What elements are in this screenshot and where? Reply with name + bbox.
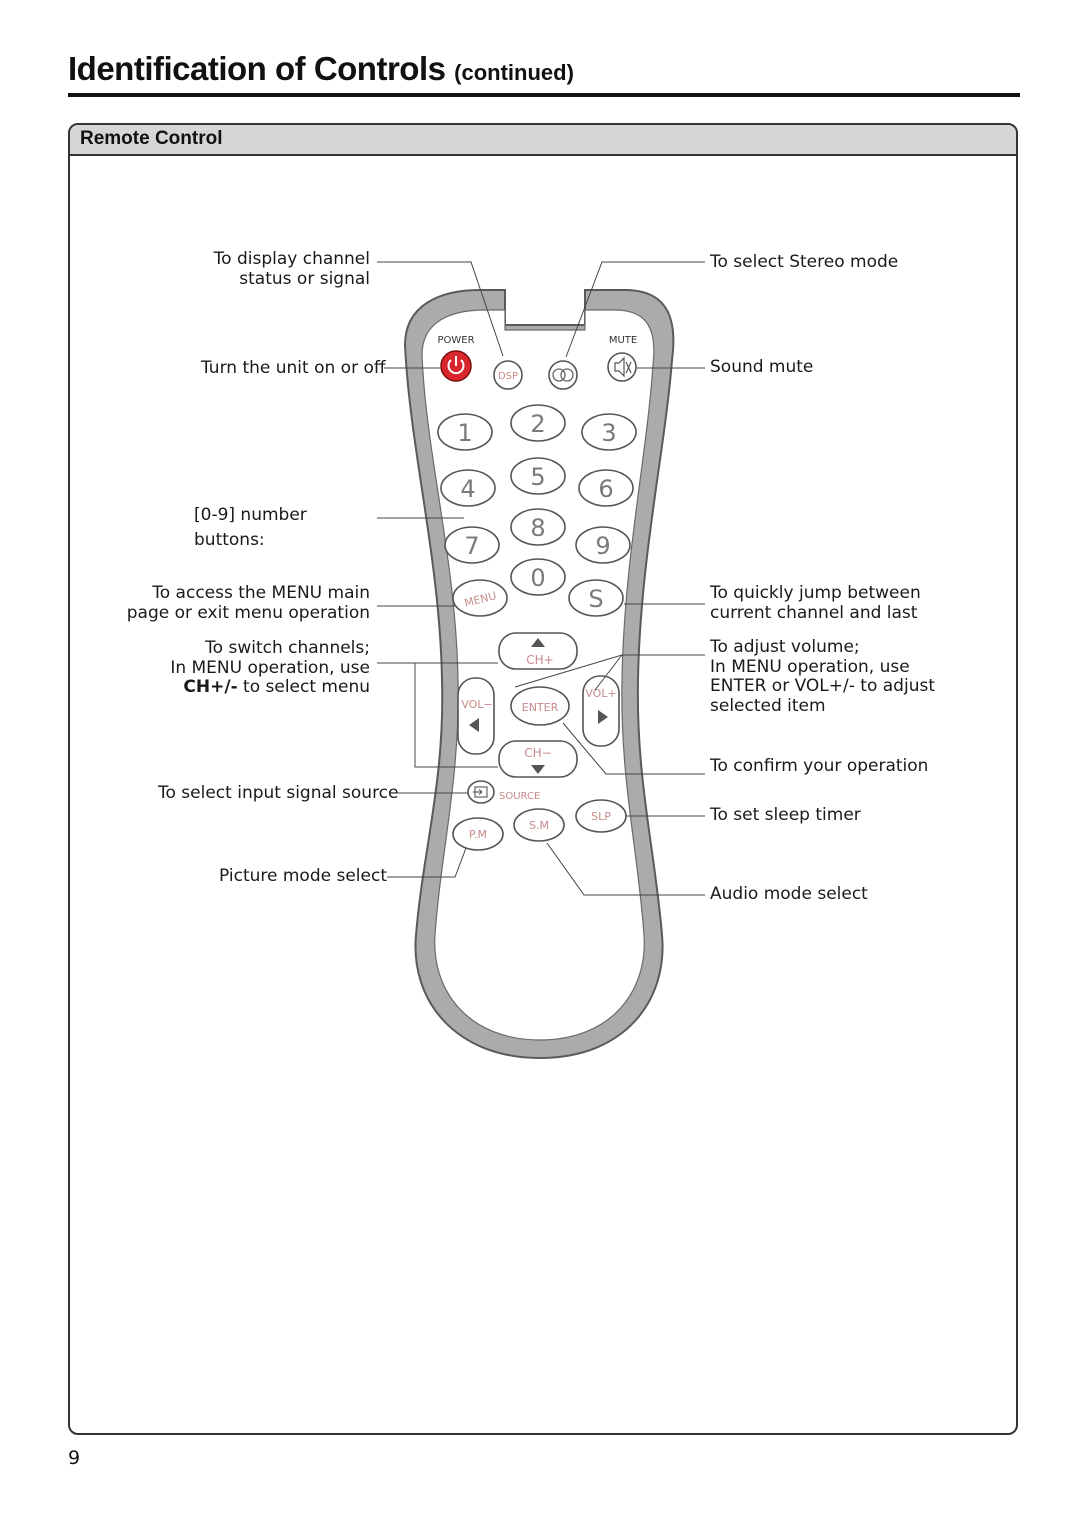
label-channel-rest: to select menu xyxy=(237,677,370,697)
digit-label: 4 xyxy=(460,475,475,503)
stereo-button[interactable] xyxy=(548,360,578,390)
remote-control-panel: Remote Control xyxy=(68,123,1018,1435)
recall-button[interactable]: S xyxy=(568,579,624,617)
digit-6-button[interactable]: 6 xyxy=(578,469,634,507)
label-power: Turn the unit on or off xyxy=(201,358,386,378)
digit-label: 9 xyxy=(595,532,610,560)
arrow-right-icon xyxy=(598,710,608,724)
sm-button[interactable]: S.M xyxy=(513,808,565,842)
power-label: POWER xyxy=(437,335,474,346)
digit-1-button[interactable]: 1 xyxy=(437,413,493,451)
arrow-down-icon xyxy=(531,765,545,774)
digit-0-button[interactable]: 0 xyxy=(510,558,566,596)
label-pm: Picture mode select xyxy=(219,866,387,886)
source-icon xyxy=(473,786,488,798)
arrow-up-icon xyxy=(531,638,545,647)
section-title: Remote Control xyxy=(80,128,223,149)
dsp-label: DSP xyxy=(498,371,518,382)
label-channel-line2: In MENU operation, use xyxy=(170,657,370,678)
channel-up-label: CH+ xyxy=(526,653,553,667)
sleep-button[interactable]: SLP xyxy=(575,799,627,833)
power-button[interactable] xyxy=(440,350,472,382)
channel-down-label: CH− xyxy=(524,746,551,760)
menu-button[interactable]: MENU xyxy=(452,579,508,617)
label-channel: To switch channels; In MENU operation, u… xyxy=(170,638,370,698)
label-channel-line1: To switch channels; xyxy=(205,638,370,658)
volume-down-label: VOL− xyxy=(461,698,492,711)
digit-9-button[interactable]: 9 xyxy=(575,526,631,564)
digit-label: 7 xyxy=(464,532,479,560)
page-title: Identification of Controls (continued) xyxy=(68,50,574,88)
label-menu: To access the MENU main page or exit men… xyxy=(126,583,370,623)
digit-5-button[interactable]: 5 xyxy=(510,457,566,495)
label-channel-bold: CH+/- xyxy=(183,677,238,697)
mute-label: MUTE xyxy=(609,335,637,346)
sleep-label: SLP xyxy=(591,810,611,823)
channel-up-button[interactable]: CH+ xyxy=(498,632,578,670)
digit-label: 5 xyxy=(530,463,545,491)
panel-header: Remote Control xyxy=(70,125,1016,156)
label-stereo: To select Stereo mode xyxy=(710,252,899,272)
label-source: To select input signal source xyxy=(158,783,399,803)
digit-7-button[interactable]: 7 xyxy=(444,526,500,564)
channel-down-button[interactable]: CH− xyxy=(498,740,578,778)
leader-lines xyxy=(377,261,705,896)
digit-label: 1 xyxy=(457,419,472,447)
digit-3-button[interactable]: 3 xyxy=(581,413,637,451)
mute-icon xyxy=(614,356,632,378)
mute-button[interactable] xyxy=(607,352,637,382)
digit-8-button[interactable]: 8 xyxy=(510,508,566,546)
volume-up-button[interactable]: VOL+ xyxy=(582,675,620,747)
label-enter: To confirm your operation xyxy=(710,756,929,776)
page-title-main: Identification of Controls xyxy=(68,50,446,87)
page-number: 9 xyxy=(68,1447,81,1469)
label-mute: Sound mute xyxy=(710,357,814,377)
title-divider xyxy=(68,93,1020,97)
volume-up-label: VOL+ xyxy=(585,687,616,700)
digit-label: 3 xyxy=(601,419,616,447)
recall-label: S xyxy=(588,585,603,613)
digit-label: 0 xyxy=(530,564,545,592)
arrow-left-icon xyxy=(469,718,479,732)
label-sleep: To set sleep timer xyxy=(710,805,861,825)
label-dsp: To display channel status or signal xyxy=(213,249,370,289)
digit-label: 2 xyxy=(530,410,545,438)
digit-label: 6 xyxy=(598,475,613,503)
label-sm: Audio mode select xyxy=(710,884,868,904)
power-icon xyxy=(447,359,465,375)
sm-label: S.M xyxy=(529,819,549,832)
label-recall: To quickly jump between current channel … xyxy=(710,583,921,623)
source-label: SOURCE xyxy=(499,791,540,802)
digit-label: 8 xyxy=(530,514,545,542)
pm-button[interactable]: P.M xyxy=(452,817,504,851)
enter-label: ENTER xyxy=(522,701,559,714)
source-button[interactable] xyxy=(467,780,495,804)
volume-down-button[interactable]: VOL− xyxy=(457,677,495,755)
digit-2-button[interactable]: 2 xyxy=(510,404,566,442)
stereo-icon xyxy=(552,368,574,382)
label-numbers: [0-9] number buttons: xyxy=(194,505,307,550)
label-volume: To adjust volume; In MENU operation, use… xyxy=(710,637,935,716)
enter-button[interactable]: ENTER xyxy=(510,686,570,726)
pm-label: P.M xyxy=(469,828,487,841)
digit-4-button[interactable]: 4 xyxy=(440,469,496,507)
dsp-button[interactable]: DSP xyxy=(493,360,523,390)
page-title-suffix: (continued) xyxy=(454,60,574,85)
